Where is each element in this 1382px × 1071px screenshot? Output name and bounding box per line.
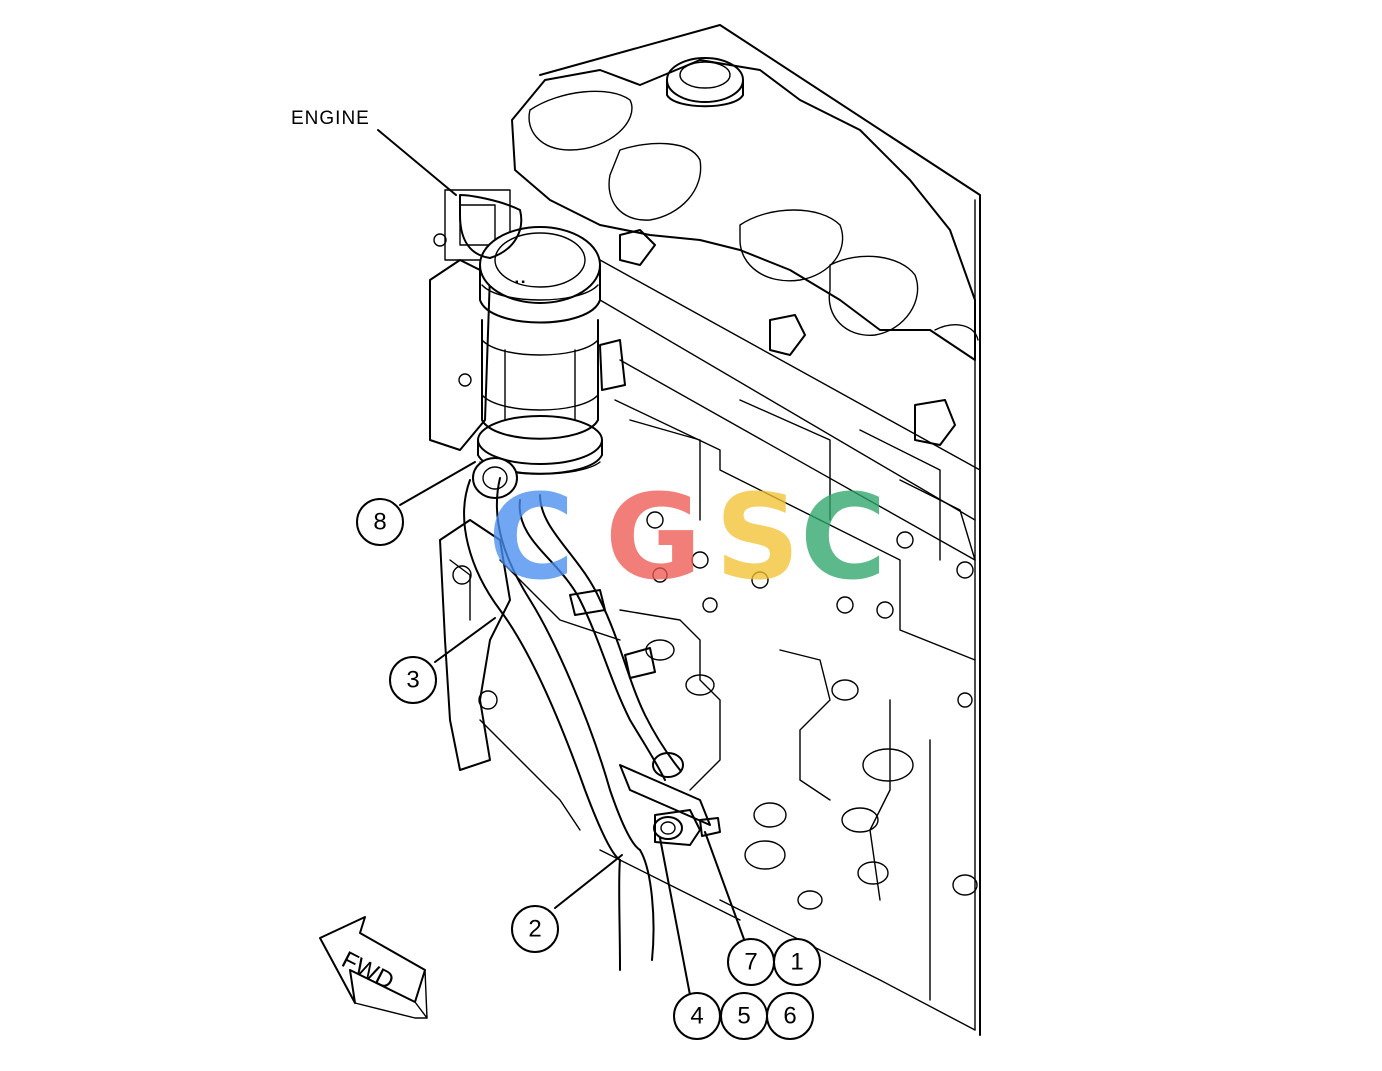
callout-6-label: 6: [783, 1003, 796, 1030]
callout-3: 3: [389, 656, 437, 704]
svg-text:▪ ▪: ▪ ▪: [515, 277, 525, 288]
callout-7-label: 7: [744, 949, 757, 976]
forward-direction-arrow: FWD: [319, 916, 428, 1019]
callout-4-label: 4: [690, 1003, 703, 1030]
callout-4: 4: [673, 992, 721, 1040]
watermark: C G S C: [488, 468, 887, 606]
callout-8: 8: [356, 498, 404, 546]
callout-1-label: 1: [790, 949, 803, 976]
callout-3-label: 3: [406, 667, 419, 694]
watermark-letter-2: G: [605, 468, 702, 606]
watermark-letter-1: C: [488, 468, 575, 606]
callout-8-label: 8: [373, 509, 386, 536]
callout-2-label: 2: [528, 916, 541, 943]
engine-label: ENGINE: [291, 108, 370, 129]
fuel-filter: ▪ ▪: [459, 194, 626, 499]
callout-5-label: 5: [737, 1003, 750, 1030]
fuel-lines: [463, 477, 721, 971]
callout-5: 5: [720, 992, 768, 1040]
callout-2: 2: [511, 905, 559, 953]
watermark-letter-3: S: [715, 468, 800, 606]
watermark-letter-4: C: [800, 468, 887, 606]
callout-6: 6: [766, 992, 814, 1040]
leader-lines: [377, 129, 746, 996]
callout-7: 7: [727, 938, 775, 986]
callout-1: 1: [773, 938, 821, 986]
engine-block: [429, 24, 981, 1036]
